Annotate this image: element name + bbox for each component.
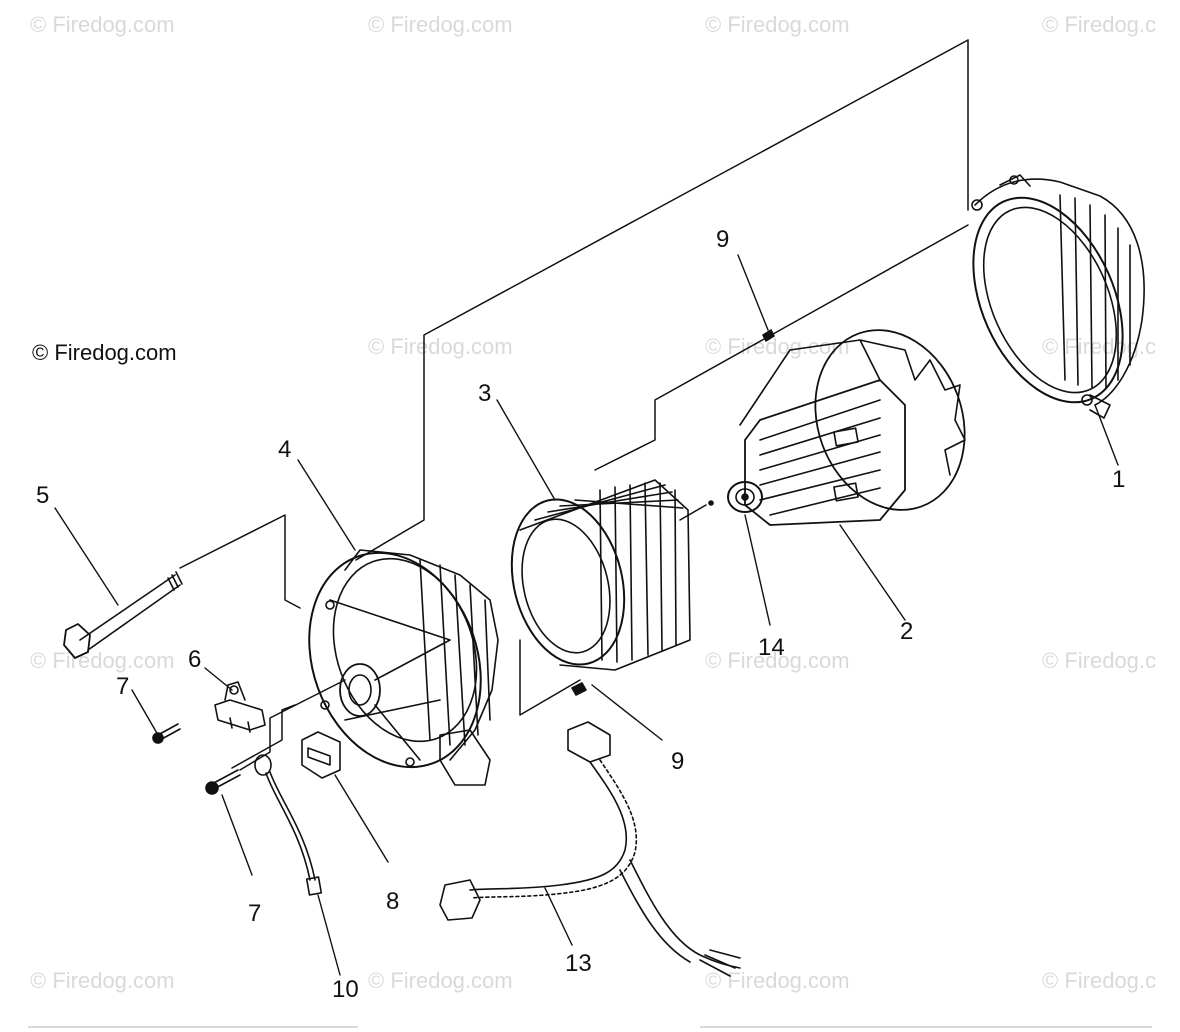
callout-9: 9 xyxy=(716,226,730,253)
callout-3: 3 xyxy=(478,380,492,407)
callout-10: 10 xyxy=(332,976,359,1003)
callout-6: 6 xyxy=(188,646,202,673)
dowel-pin xyxy=(571,682,587,696)
watermark: © Firedog.com xyxy=(30,968,175,993)
callout-14: 14 xyxy=(758,634,785,661)
watermark: © Firedog.c xyxy=(1042,648,1157,673)
bottom-rule xyxy=(28,1026,358,1028)
watermark: © Firedog.com xyxy=(30,648,175,673)
watermark: © Firedog.c xyxy=(1042,12,1157,37)
watermark: © Firedog.com xyxy=(705,334,850,359)
screw xyxy=(152,723,181,744)
wiring-harness xyxy=(439,721,741,977)
rotor xyxy=(727,329,966,526)
watermark: © Firedog.com xyxy=(30,12,175,37)
watermark: © Firedog.c xyxy=(1042,968,1157,993)
watermark: © Firedog.com xyxy=(705,12,850,37)
watermark: © Firedog.com xyxy=(368,334,513,359)
assembly-lines xyxy=(179,39,969,771)
callout-7: 7 xyxy=(248,900,262,927)
front-end-bell xyxy=(308,549,499,786)
callout-9: 9 xyxy=(671,748,685,775)
rear-bearing-housing xyxy=(971,174,1145,419)
watermark: © Firedog.com xyxy=(705,648,850,673)
watermark: © Firedog.c xyxy=(1042,334,1157,359)
dowel-pin xyxy=(762,329,775,342)
copyright-notice: © Firedog.com xyxy=(32,340,177,365)
stator xyxy=(510,479,691,671)
callout-8: 8 xyxy=(386,888,400,915)
callout-7: 7 xyxy=(116,673,130,700)
brush-holder xyxy=(214,681,266,733)
connector-block xyxy=(301,731,341,779)
callout-13: 13 xyxy=(565,950,592,977)
watermark: © Firedog.com xyxy=(368,968,513,993)
leader-lines xyxy=(54,254,1119,976)
callout-5: 5 xyxy=(36,482,50,509)
bottom-rule xyxy=(700,1026,1152,1028)
screw xyxy=(205,769,241,795)
watermark: © Firedog.com xyxy=(368,12,513,37)
through-bolt xyxy=(63,571,183,659)
callout-1: 1 xyxy=(1112,466,1126,493)
ground-wire xyxy=(254,754,323,896)
watermark: © Firedog.com xyxy=(705,968,850,993)
bearing xyxy=(708,500,714,506)
callout-2: 2 xyxy=(900,618,914,645)
callout-4: 4 xyxy=(278,436,292,463)
